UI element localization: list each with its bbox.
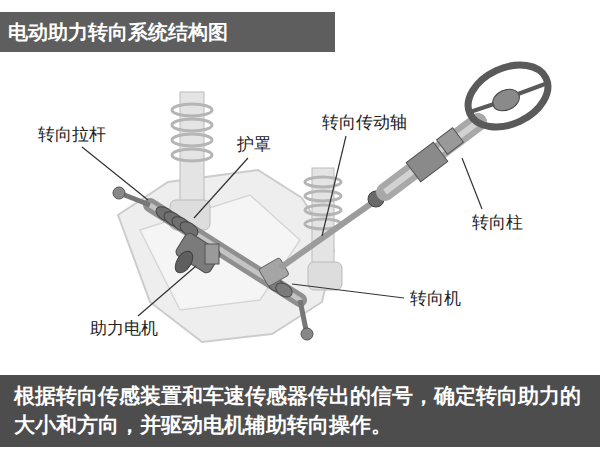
leader-lines bbox=[82, 136, 482, 316]
subframe-inner bbox=[140, 195, 300, 310]
steering-column bbox=[385, 122, 478, 192]
leader-line bbox=[194, 158, 248, 218]
leader-line bbox=[462, 158, 482, 209]
left-strut bbox=[170, 92, 212, 230]
right-tie-rod bbox=[300, 300, 306, 330]
part-label: 助力电机 bbox=[90, 318, 158, 338]
right-tie-rod-end bbox=[301, 328, 313, 340]
leader-line bbox=[292, 284, 404, 298]
intermediate-shaft bbox=[280, 203, 372, 268]
steering-wheel bbox=[458, 53, 558, 139]
leader-line bbox=[138, 266, 196, 316]
part-label: 转向柱 bbox=[472, 212, 523, 232]
left-tie-rod bbox=[122, 194, 150, 205]
title: 电动助力转向系统结构图 bbox=[8, 19, 228, 46]
part-label: 转向传动轴 bbox=[322, 112, 407, 132]
leader-line bbox=[322, 136, 346, 236]
left-tie-rod-end bbox=[113, 187, 125, 199]
part-label: 转向拉杆 bbox=[38, 124, 106, 144]
part-label: 护罩 bbox=[237, 134, 271, 154]
caption-band: 根据转向传感装置和车速传感器传出的信号，确定转向助力的大小和方向，并驱动电机辅助… bbox=[0, 375, 600, 447]
part-label: 转向机 bbox=[410, 288, 461, 308]
assist-motor bbox=[172, 231, 222, 276]
title-band: 电动助力转向系统结构图 bbox=[0, 12, 335, 52]
caption: 根据转向传感装置和车速传感器传出的信号，确定转向助力的大小和方向，并驱动电机辅助… bbox=[14, 382, 586, 440]
rack-boot bbox=[153, 204, 200, 240]
leader-line bbox=[82, 147, 148, 200]
